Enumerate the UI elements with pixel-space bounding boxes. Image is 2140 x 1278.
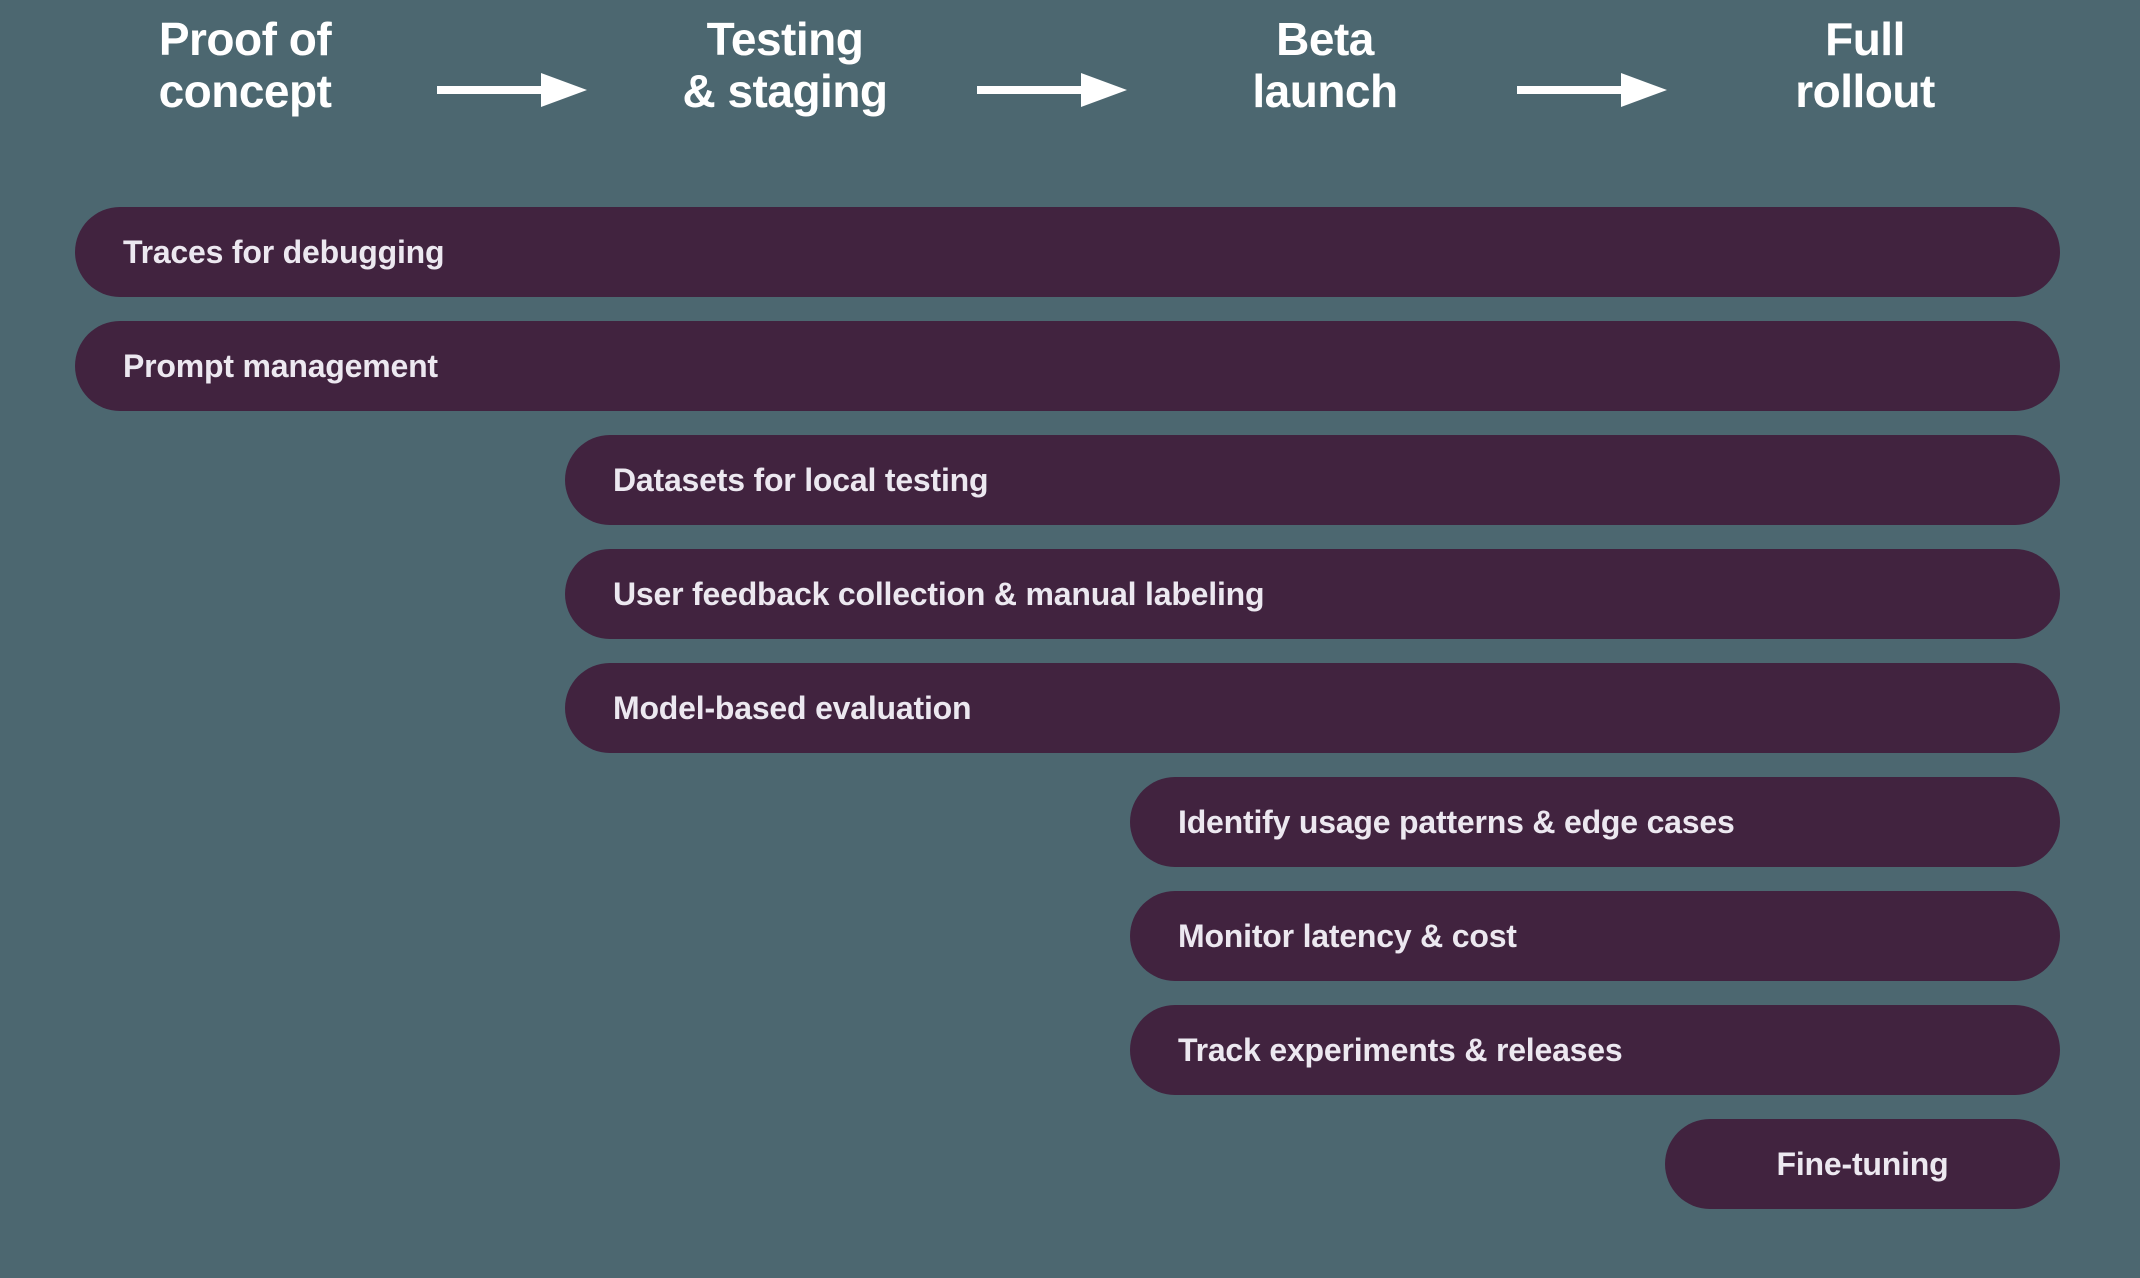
arrow-right-icon <box>437 73 587 107</box>
bar-label: User feedback collection & manual labeli… <box>613 575 1265 612</box>
bar-identify-usage-patterns: Identify usage patterns & edge cases <box>1130 777 2060 867</box>
bar-label: Fine-tuning <box>1776 1145 1949 1182</box>
bar-label: Monitor latency & cost <box>1178 917 1517 954</box>
bar-monitor-latency-and-cost: Monitor latency & cost <box>1130 891 2060 981</box>
stage-label-full-rollout: Full rollout <box>1795 13 1935 117</box>
stage-header-row: Proof of concept Testing & staging Beta … <box>0 0 2140 180</box>
stage-label-proof-of-concept: Proof of concept <box>158 13 332 117</box>
bar-label: Datasets for local testing <box>613 461 989 498</box>
bar-model-based-evaluation: Model-based evaluation <box>565 663 2060 753</box>
stage-label-beta-launch: Beta launch <box>1252 13 1398 117</box>
bar-user-feedback-collection: User feedback collection & manual labeli… <box>565 549 2060 639</box>
bar-label: Prompt management <box>123 347 438 384</box>
bar-track-experiments-releases: Track experiments & releases <box>1130 1005 2060 1095</box>
bar-traces-for-debugging: Traces for debugging <box>75 207 2060 297</box>
arrow-right-icon <box>1517 73 1667 107</box>
bar-label: Model-based evaluation <box>613 689 972 726</box>
bar-label: Track experiments & releases <box>1178 1031 1623 1068</box>
stage-label-testing-and-staging: Testing & staging <box>682 13 888 117</box>
bar-prompt-management: Prompt management <box>75 321 2060 411</box>
arrow-right-icon <box>977 73 1127 107</box>
bar-label: Traces for debugging <box>123 233 445 270</box>
bar-datasets-for-local-testing: Datasets for local testing <box>565 435 2060 525</box>
bar-fine-tuning: Fine-tuning <box>1665 1119 2060 1209</box>
bar-label: Identify usage patterns & edge cases <box>1178 803 1735 840</box>
